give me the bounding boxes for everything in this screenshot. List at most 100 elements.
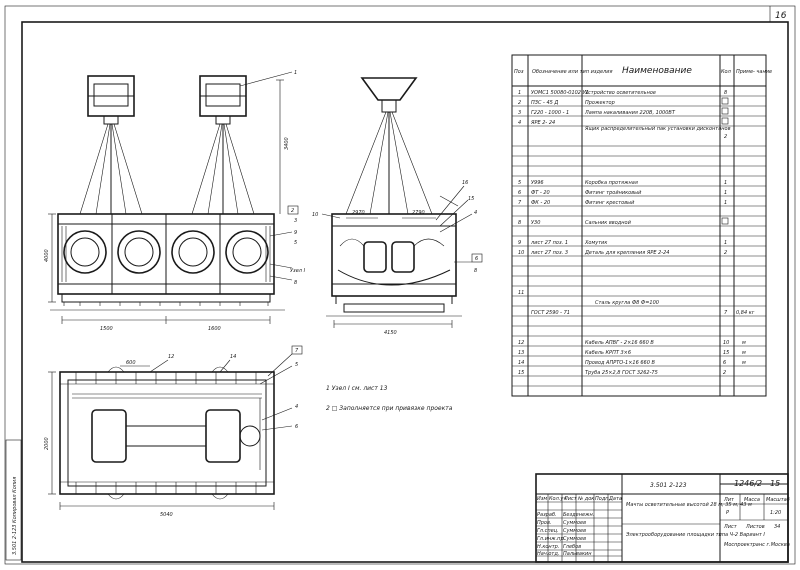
outer-frame: [4, 5, 796, 565]
row-qty: 2: [724, 134, 727, 140]
row-name: Фитинг тройниковый: [585, 190, 642, 196]
row-designation: ГОСТ 2590 - 71: [531, 310, 570, 316]
callout-3: 3: [294, 218, 297, 224]
callout-14: 14: [230, 354, 236, 360]
row-designation: ФК - 20: [531, 200, 550, 206]
tb-scale-label: Масштаб: [766, 497, 790, 503]
front-view: [48, 71, 293, 324]
dim-plan-width: 5040: [160, 512, 173, 518]
th-name: Наименование: [622, 66, 692, 76]
row-note: м: [742, 340, 746, 346]
plan-view: [48, 353, 293, 510]
row-name: Деталь для крепления ЯРЕ 2-24: [584, 250, 669, 256]
sig-header: Дата: [608, 496, 622, 502]
row-name: Сальник вводной: [585, 220, 632, 226]
signer-role: Гл.спец.: [537, 528, 559, 534]
inner-frame: [21, 21, 789, 563]
dim-height-front: 4000: [44, 249, 50, 262]
signer-name: Безденежн.: [563, 512, 594, 518]
dim-side-2790: 2790: [412, 210, 425, 216]
tb-stage: Р: [726, 510, 729, 516]
dim-side-width: 4150: [384, 330, 397, 336]
callout-15: 15: [468, 196, 474, 202]
callout-5-plan: 5: [295, 362, 298, 368]
row-pos: 14: [518, 360, 524, 366]
row-qty: 2: [723, 370, 726, 376]
callout-2: 2: [291, 208, 294, 214]
sig-header: № док: [577, 496, 594, 502]
callout-8-side: 8: [474, 268, 477, 274]
dim-side-2970: 2970: [352, 210, 365, 216]
tb-sheets-total: 34: [774, 524, 780, 530]
callout-4-side: 4: [474, 210, 477, 216]
signer-role: Нач.отд.: [537, 551, 559, 557]
row-qty: 7: [724, 310, 728, 316]
row-qty: 10: [723, 340, 729, 346]
row-designation: лист 27 поз. 3: [530, 250, 568, 256]
row-designation: ПЗС - 45 Д: [531, 100, 558, 106]
projectors-front: [63, 230, 269, 274]
sig-header: Изм: [537, 496, 547, 502]
page-number: 16: [775, 11, 787, 21]
th-qty: Кол: [721, 69, 732, 75]
uzel-label: Узел I: [290, 268, 306, 274]
tb-sheets-label: Листов: [745, 524, 765, 530]
signer-name: Глебов: [563, 544, 581, 550]
side-stamp: 3.501 2-123 Копировал Копия: [12, 477, 18, 555]
sheet-no-top: 15: [770, 479, 780, 488]
dim-plan-600: 600: [126, 360, 136, 366]
row-note: м: [742, 350, 746, 356]
signer-name: Суммоев: [563, 520, 586, 526]
row-pos: 13: [518, 350, 524, 356]
lamp-head-right: [199, 75, 247, 125]
row-qty: 1: [724, 190, 727, 196]
callout-10: 10: [312, 212, 318, 218]
row-qty: 1: [724, 180, 727, 186]
sig-header: Лист: [563, 496, 578, 502]
row-designation: ФТ - 20: [531, 190, 550, 196]
row-name: Кабель КРПТ 3×6: [585, 350, 631, 356]
row-name: Фитинг крестовый: [585, 200, 635, 206]
note-1: 1 Узел I см. лист 13: [326, 385, 388, 392]
row-name: Прожектор: [585, 100, 615, 106]
side-stamp-box: [5, 439, 22, 561]
row-designation: У30: [531, 220, 540, 226]
plan-frame: [59, 371, 275, 495]
side-view: [321, 77, 473, 328]
tb-mass-label: Масса: [744, 497, 760, 503]
callout-1: 1: [294, 70, 297, 76]
th-note: Приме- чание: [736, 69, 772, 75]
row-pos: 5: [518, 180, 521, 186]
row-qty: 1: [724, 200, 727, 206]
signer-name: Суммоев: [563, 536, 586, 542]
row-pos: 4: [518, 120, 521, 126]
tb-scale: 1:20: [770, 510, 781, 516]
row-note: м: [742, 360, 746, 366]
row-pos: 3: [518, 110, 521, 116]
dim-right-1600: 1600: [208, 326, 221, 332]
row-designation: УОМС1 50080-0102 У1: [531, 90, 589, 96]
title-block: [535, 473, 789, 563]
row-pos: 12: [518, 340, 524, 346]
row-pos: 11: [518, 290, 524, 296]
drawing-code: 3.501 2-123: [650, 482, 687, 489]
row-note: 0,84 кг: [736, 310, 755, 316]
row-pos: 10: [518, 250, 524, 256]
row-name: Ящик распределительный пак установки дис…: [584, 126, 731, 132]
callout-5: 5: [294, 240, 297, 246]
spec-table: [511, 54, 767, 397]
row-name: Кабель АПВГ - 2×16 660 В: [585, 340, 654, 346]
row-pos: 7: [518, 200, 522, 206]
row-designation: У996: [531, 180, 544, 186]
th-pos: Поз: [514, 69, 524, 75]
row-qty: 15: [723, 350, 729, 356]
dim-mast: 3400: [284, 137, 290, 150]
row-pos: 15: [518, 370, 524, 376]
row-name: Сталь кругла Ф8 Ф=100: [595, 300, 659, 306]
row-designation: лист 27 поз. 1: [530, 240, 568, 246]
signer-role: Пров.: [537, 520, 552, 526]
sig-header: Кол.уч: [549, 496, 566, 502]
dim-plan-height: 2000: [44, 437, 50, 450]
row-pos: 1: [518, 90, 521, 96]
